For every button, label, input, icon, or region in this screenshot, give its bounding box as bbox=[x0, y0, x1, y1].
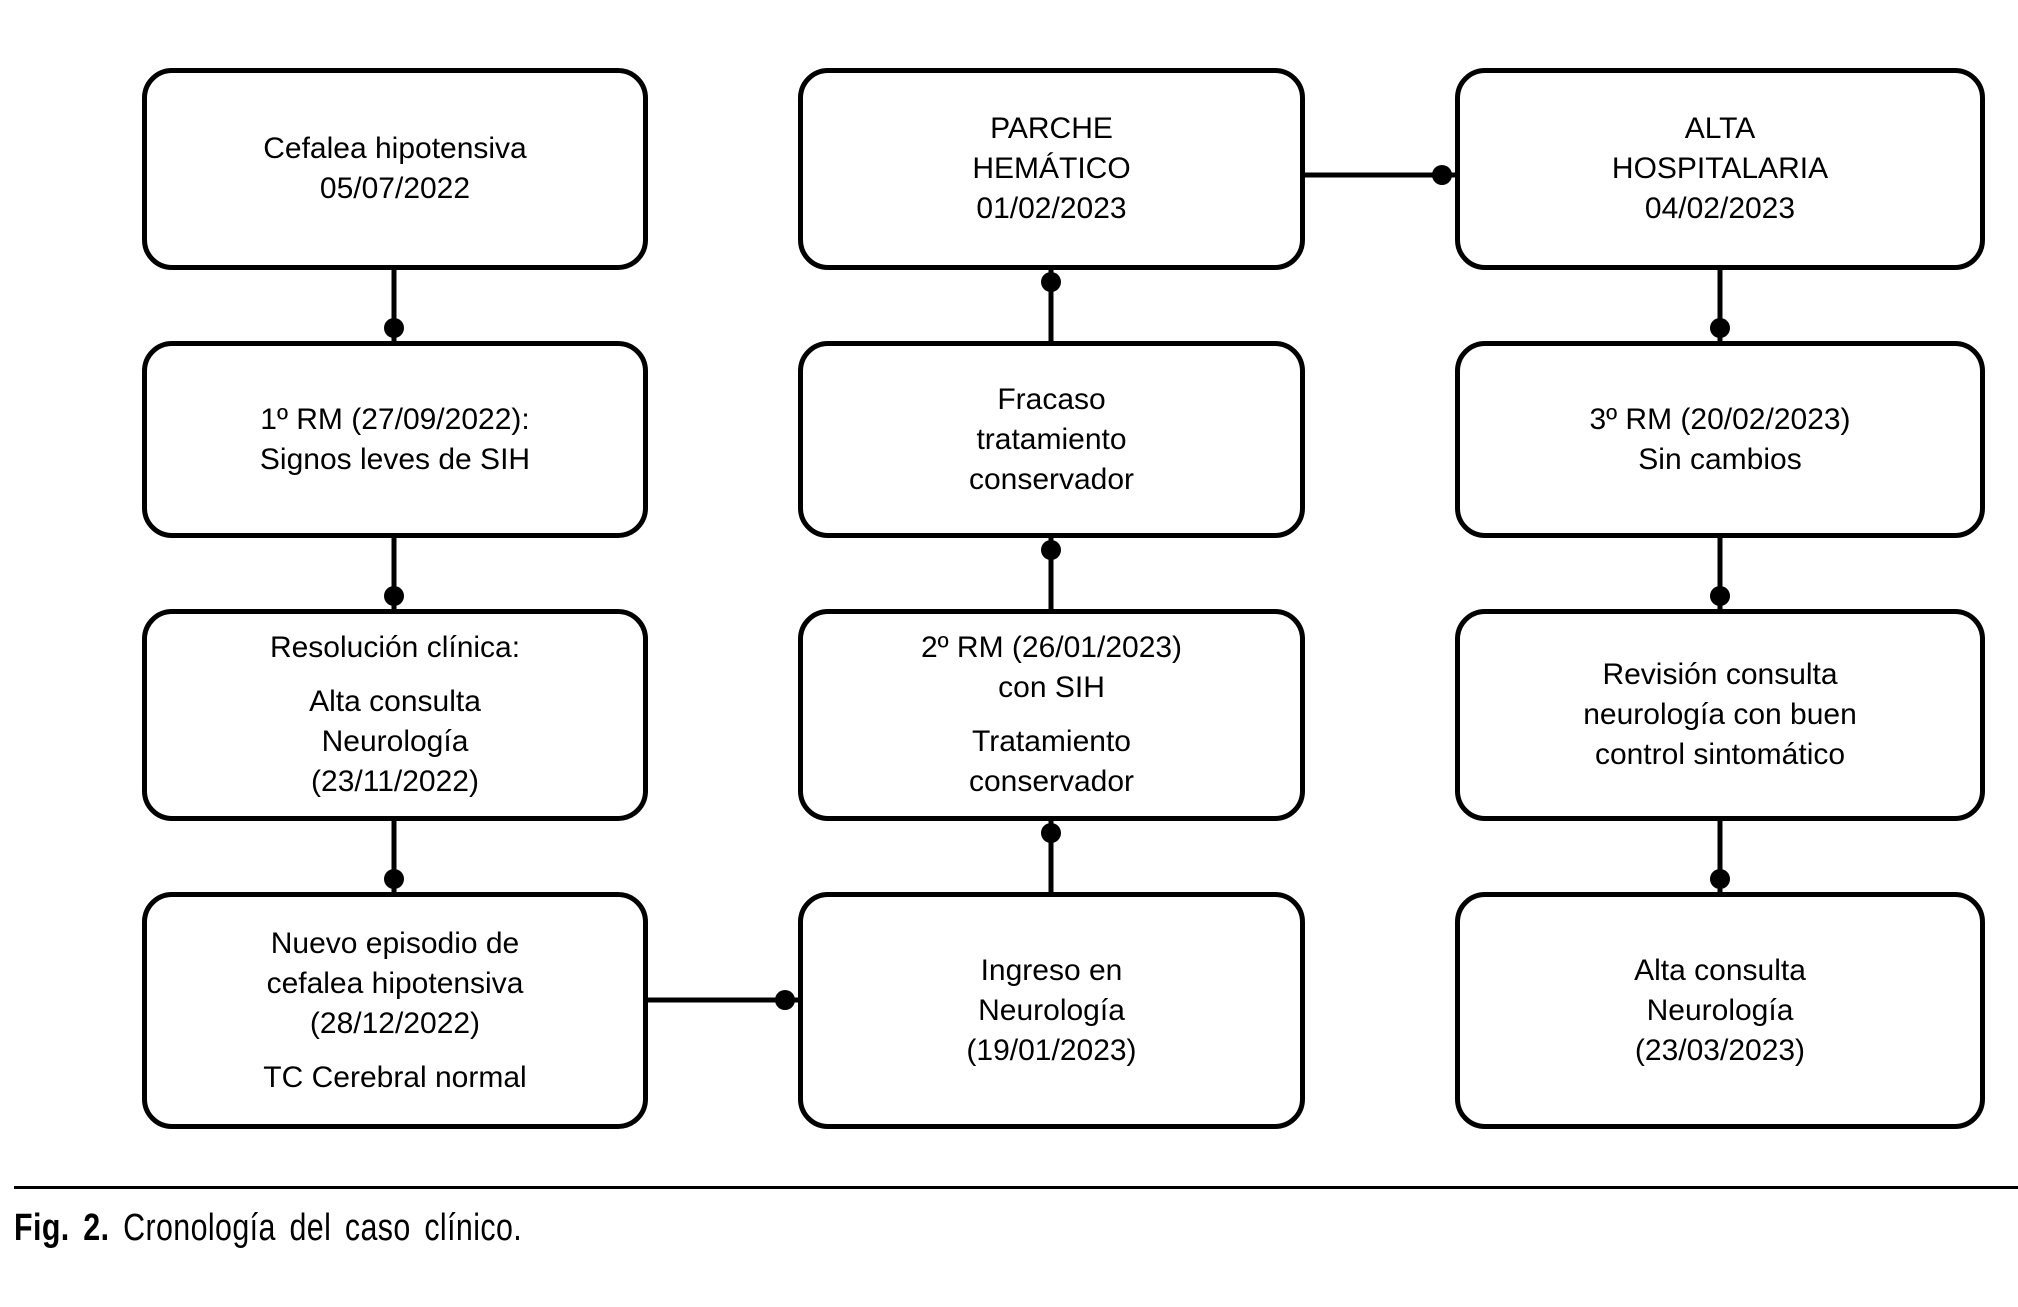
flow-box-tercera-rm: 3º RM (20/02/2023)Sin cambios bbox=[1455, 341, 1985, 538]
box-text: Resolución clínica: bbox=[269, 631, 521, 664]
box-text: 2º RM (26/01/2023)con SIH bbox=[920, 631, 1183, 704]
box-text: TC Cerebral normal bbox=[263, 1060, 527, 1094]
figure-caption-label: Fig. 2. bbox=[14, 1207, 110, 1249]
box-text: 3º RM (20/02/2023)Sin cambios bbox=[1589, 402, 1851, 476]
box-text: 1º RM (27/09/2022):Signos leves de SIH bbox=[259, 402, 531, 476]
figure-caption-text: Cronología del caso clínico. bbox=[123, 1207, 523, 1249]
caption-divider bbox=[14, 1186, 2018, 1189]
figure-caption: Fig. 2. Cronología del caso clínico. bbox=[14, 1206, 522, 1250]
flow-box-primera-rm: 1º RM (27/09/2022):Signos leves de SIH bbox=[142, 341, 648, 538]
